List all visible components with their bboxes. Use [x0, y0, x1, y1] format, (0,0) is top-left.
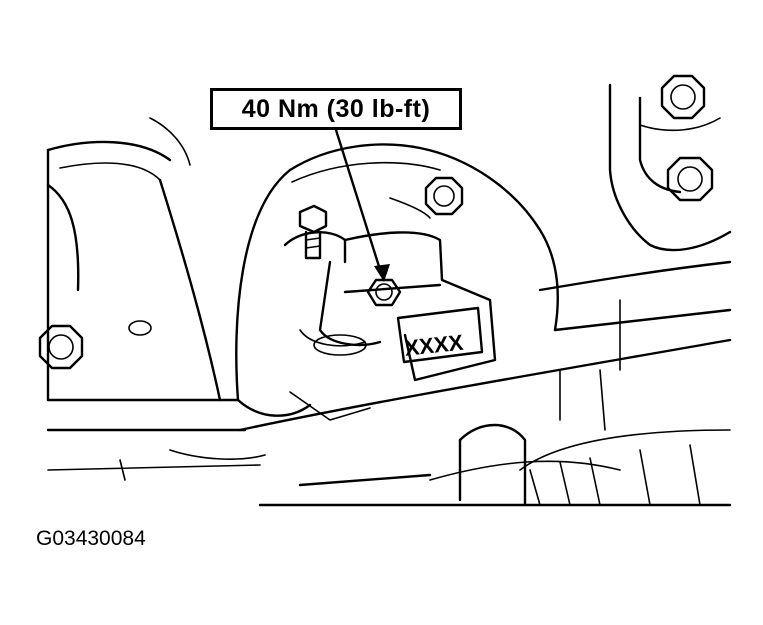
- torque-value-label: 40 Nm (30 lb-ft): [241, 94, 431, 123]
- figure-id: G03430084: [36, 527, 146, 550]
- part-tag: XXXX: [396, 306, 484, 364]
- part-tag-text: XXXX: [403, 330, 464, 361]
- center-nut-icon: [366, 278, 402, 307]
- torque-callout: 40 Nm (30 lb-ft): [210, 88, 462, 130]
- left-body-panel: [46, 117, 261, 471]
- upper-bolt-icon: [389, 176, 464, 219]
- right-lower-bolt-icon: [666, 156, 714, 202]
- mount-bracket: [235, 143, 559, 421]
- right-top-bolt-icon: [660, 74, 706, 120]
- stud-bolt-icon: [298, 204, 328, 260]
- lower-hatching: [258, 444, 732, 507]
- leader-arrow-icon: [334, 128, 390, 282]
- right-frame: [119, 83, 732, 507]
- left-bolt-icon: [38, 320, 152, 370]
